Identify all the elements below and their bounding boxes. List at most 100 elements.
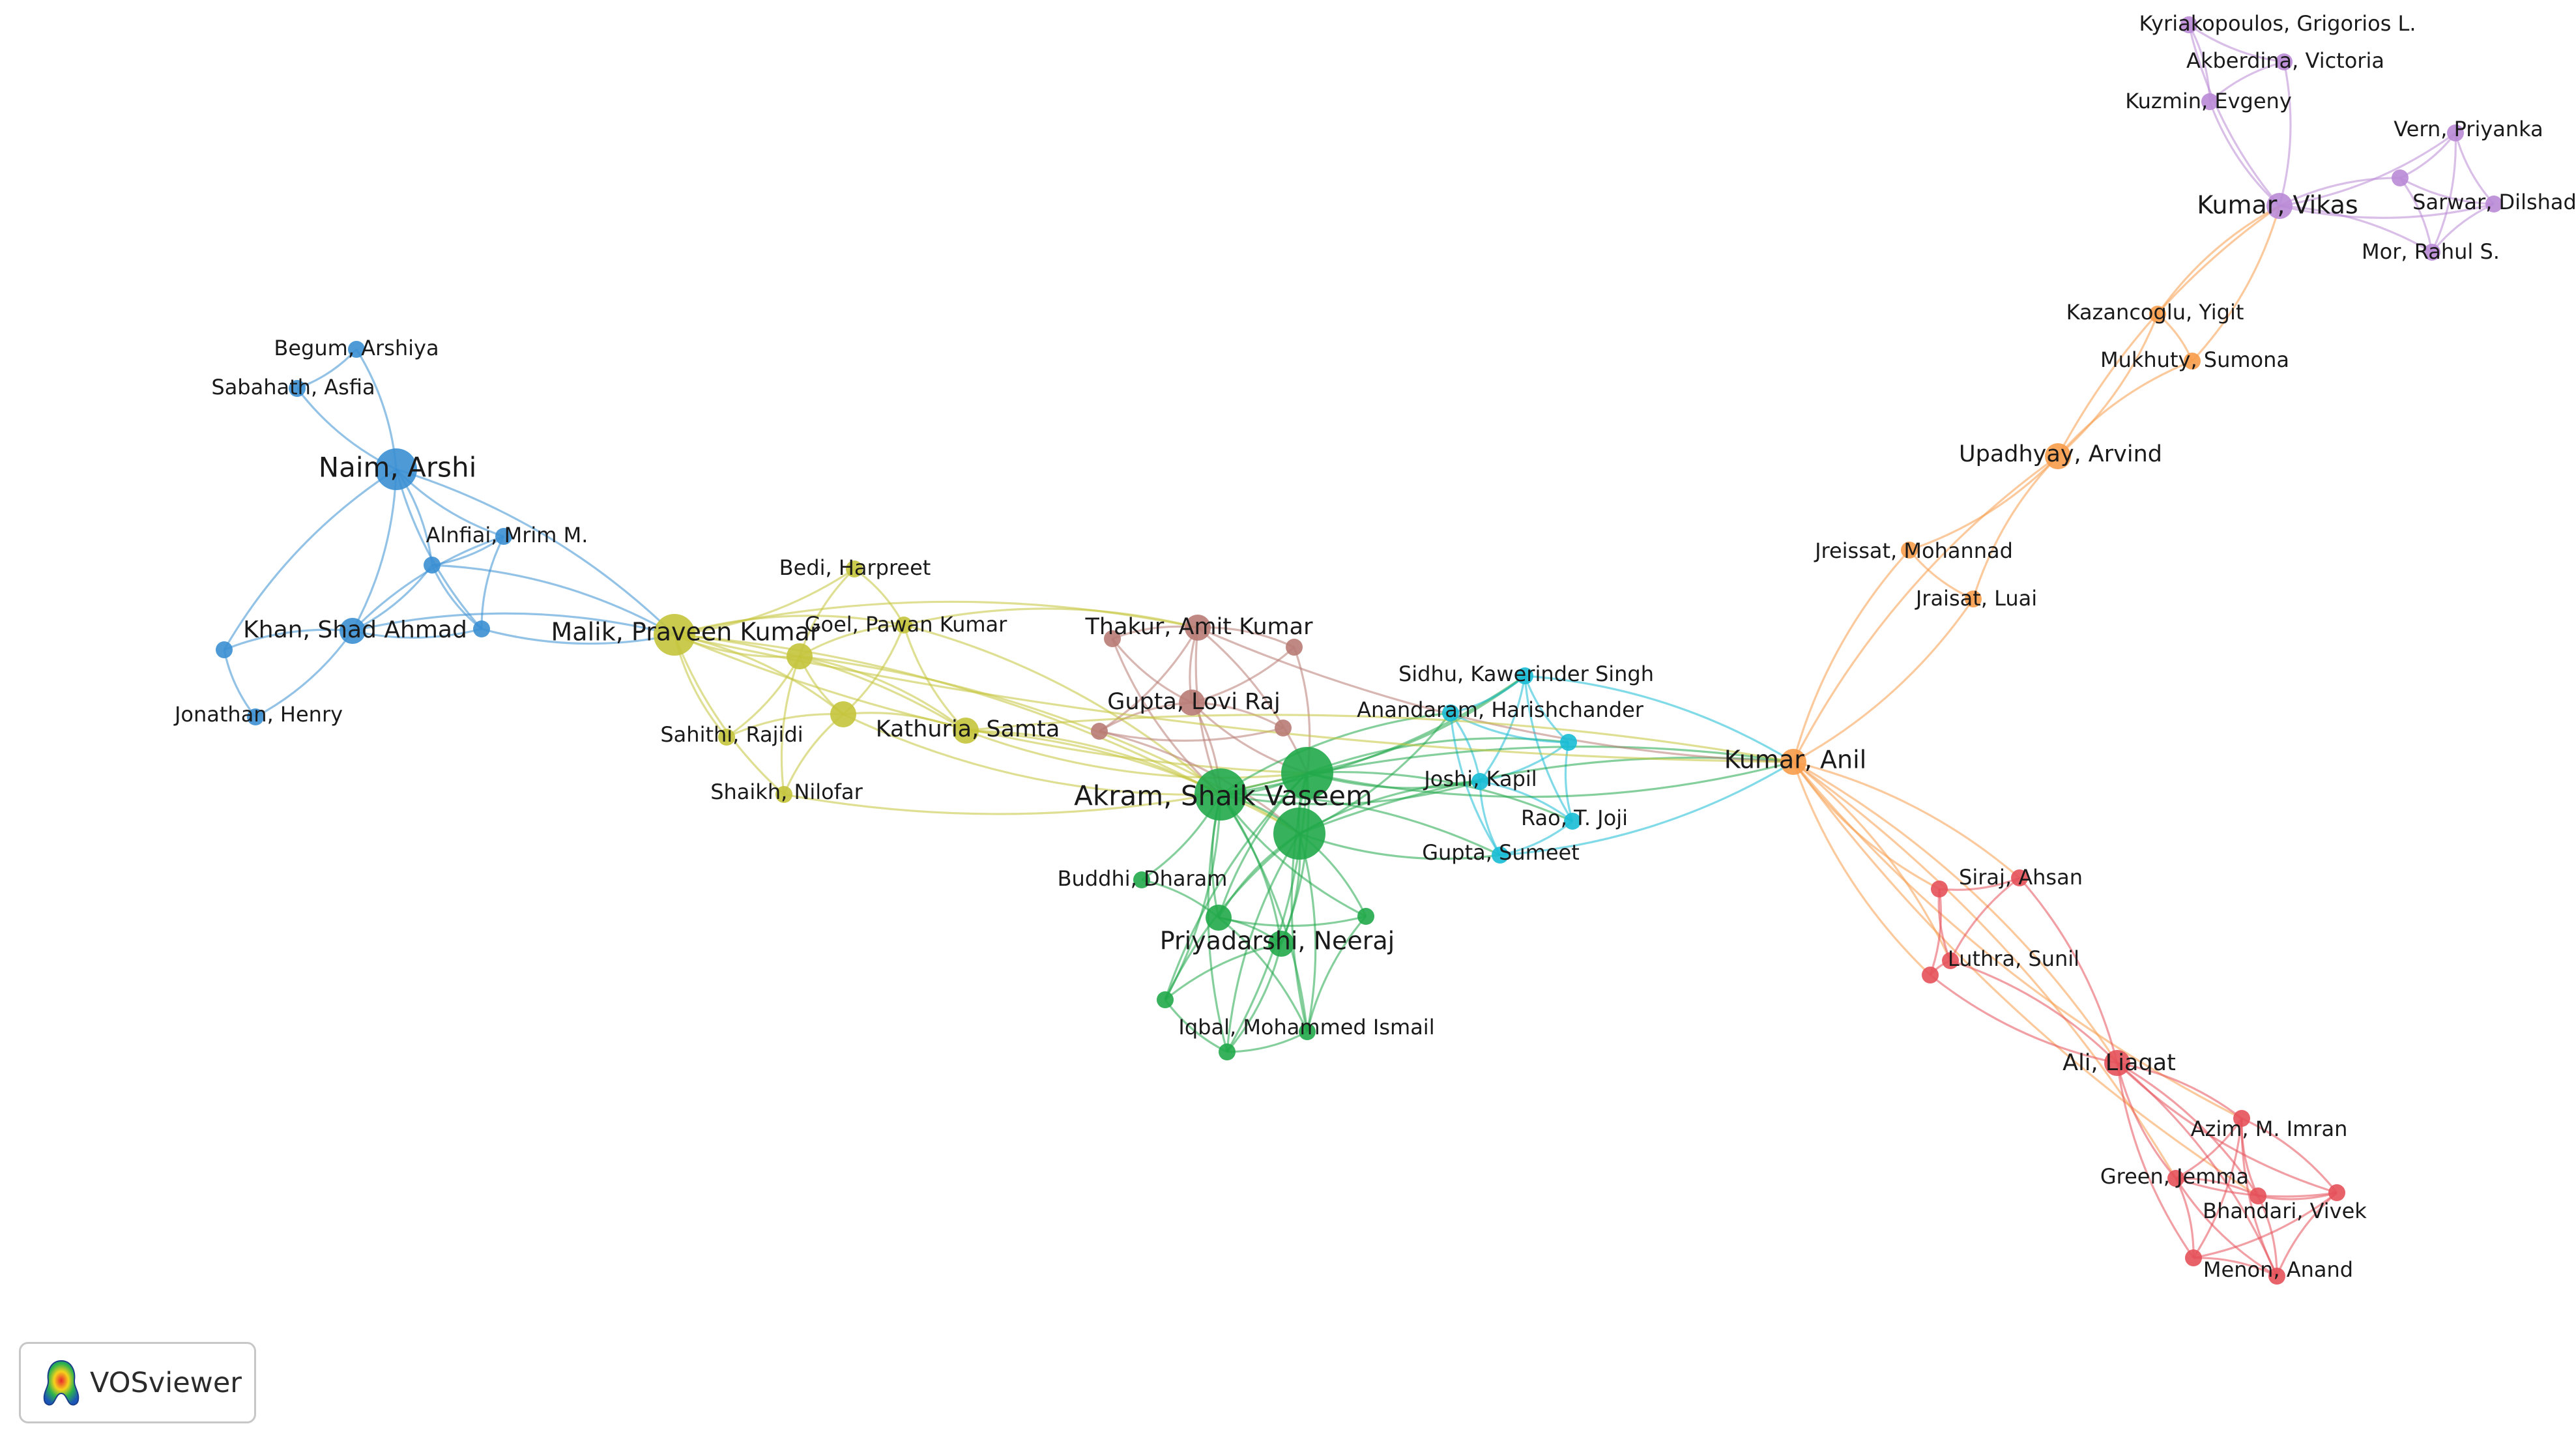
node-buddhi[interactable]: [1133, 871, 1150, 888]
node-yellow-b[interactable]: [830, 701, 856, 727]
node-green-b[interactable]: [1273, 808, 1325, 860]
node-joshi[interactable]: [1471, 773, 1488, 790]
node-sarwar[interactable]: [2485, 196, 2502, 212]
label-kyriakopoulos[interactable]: Kyriakopoulos, Grigorios L.: [2139, 11, 2416, 36]
node-priyadarshi[interactable]: [1268, 931, 1294, 957]
node-menon[interactable]: [2268, 1268, 2285, 1285]
label-sarwar[interactable]: Sarwar, Dilshad: [2412, 190, 2576, 214]
node-gupta-l[interactable]: [1179, 690, 1205, 716]
label-naim[interactable]: Naim, Arshi: [319, 452, 477, 484]
label-upadhyay[interactable]: Upadhyay, Arvind: [1959, 441, 2162, 467]
label-buddhi[interactable]: Buddhi, Dharam: [1058, 866, 1228, 891]
label-priyadarshi[interactable]: Priyadarshi, Neeraj: [1160, 927, 1395, 955]
label-iqbal[interactable]: Iqbal, Mohammed Ismail: [1178, 1015, 1434, 1040]
label-gupta-s[interactable]: Gupta, Sumeet: [1422, 840, 1580, 865]
label-goel[interactable]: Goel, Pawan Kumar: [805, 612, 1007, 637]
label-jonathan[interactable]: Jonathan, Henry: [173, 702, 343, 727]
node-red-c[interactable]: [2328, 1184, 2345, 1201]
node-sidhu[interactable]: [1516, 667, 1533, 684]
node-luthra[interactable]: [1942, 952, 1959, 969]
label-sabahath[interactable]: Sabahath, Asfia: [211, 375, 375, 400]
label-kathuria[interactable]: Kathuria, Samta: [876, 716, 1060, 742]
node-brown-a[interactable]: [1104, 630, 1121, 647]
node-thakur[interactable]: [1185, 615, 1211, 641]
label-khan[interactable]: Khan, Shad Ahmad: [243, 617, 467, 643]
label-kazancoglu[interactable]: Kazancoglu, Yigit: [2066, 300, 2244, 325]
node-kathuria[interactable]: [953, 718, 979, 744]
node-upadhyay[interactable]: [2045, 443, 2071, 469]
label-sidhu[interactable]: Sidhu, Kawerinder Singh: [1398, 662, 1654, 686]
label-siraj[interactable]: Siraj, Ahsan: [1959, 865, 2083, 890]
label-kumar-v[interactable]: Kumar, Vikas: [2197, 191, 2358, 220]
node-red-b[interactable]: [1922, 967, 1939, 983]
label-mukhuty[interactable]: Mukhuty, Sumona: [2100, 347, 2289, 372]
label-luthra[interactable]: Luthra, Sunil: [1948, 946, 2079, 971]
node-kyriakopoulos[interactable]: [2180, 16, 2197, 33]
node-green-f[interactable]: [1299, 1023, 1316, 1040]
node-green-c[interactable]: [1206, 905, 1232, 931]
node-jreissat[interactable]: [1901, 542, 1918, 559]
node-brown-d[interactable]: [1275, 720, 1292, 736]
label-rao[interactable]: Rao, T. Joji: [1521, 806, 1628, 830]
vosviewer-logo-button[interactable]: VOSviewer: [19, 1342, 256, 1423]
node-jraisat[interactable]: [1965, 590, 1982, 607]
node-begum[interactable]: [348, 341, 365, 358]
label-mor[interactable]: Mor, Rahul S.: [2362, 239, 2500, 264]
node-anandaram[interactable]: [1442, 705, 1459, 721]
node-green-d[interactable]: [1357, 908, 1374, 925]
node-iqbal[interactable]: [1219, 1043, 1236, 1060]
label-kumar-a[interactable]: Kumar, Anil: [1724, 746, 1866, 774]
label-green-j[interactable]: Green, Jemma: [2100, 1164, 2249, 1189]
node-goel[interactable]: [895, 617, 912, 633]
label-alnfiai[interactable]: Alnfiai, Mrim M.: [426, 523, 588, 547]
label-thakur[interactable]: Thakur, Amit Kumar: [1085, 614, 1314, 640]
node-yellow-a[interactable]: [787, 643, 813, 669]
label-azim[interactable]: Azim, M. Imran: [2191, 1116, 2348, 1141]
node-red-d[interactable]: [2185, 1249, 2202, 1266]
label-joshi[interactable]: Joshi, Kapil: [1423, 766, 1537, 791]
node-jonathan[interactable]: [247, 708, 264, 725]
node-bedi[interactable]: [846, 560, 863, 577]
node-shaikh[interactable]: [775, 786, 792, 803]
node-red-a[interactable]: [1931, 881, 1948, 897]
node-sabahath[interactable]: [289, 380, 306, 397]
node-kazancoglu[interactable]: [2149, 306, 2166, 323]
node-blue-b[interactable]: [473, 620, 490, 637]
node-bhandari[interactable]: [2250, 1187, 2266, 1204]
node-malik[interactable]: [654, 614, 695, 656]
node-akberdina[interactable]: [2276, 53, 2293, 70]
label-begum[interactable]: Begum, Arshiya: [274, 336, 439, 360]
node-green-a[interactable]: [1281, 747, 1333, 799]
node-sahithi[interactable]: [718, 729, 735, 746]
node-naim[interactable]: [375, 448, 417, 490]
label-akberdina[interactable]: Akberdina, Victoria: [2186, 48, 2384, 73]
node-azim[interactable]: [2233, 1110, 2250, 1127]
node-vern[interactable]: [2447, 124, 2464, 141]
node-cyan-a[interactable]: [1560, 734, 1577, 751]
node-akram[interactable]: [1194, 768, 1247, 821]
label-menon[interactable]: Menon, Anand: [2203, 1257, 2353, 1282]
node-kumar-a[interactable]: [1780, 749, 1806, 775]
node-ali[interactable]: [2104, 1050, 2130, 1076]
node-alnfiai[interactable]: [495, 528, 512, 545]
node-purple-a[interactable]: [2392, 169, 2409, 186]
node-green-j[interactable]: [2167, 1170, 2184, 1187]
node-siraj[interactable]: [2011, 869, 2028, 886]
node-blue-a[interactable]: [424, 557, 441, 574]
label-akram[interactable]: Akram, Shaik Vaseem: [1074, 780, 1372, 812]
node-mukhuty[interactable]: [2184, 353, 2201, 370]
node-kuzmin[interactable]: [2201, 93, 2218, 110]
label-gupta-l[interactable]: Gupta, Lovi Raj: [1107, 689, 1281, 715]
label-ali[interactable]: Ali, Liaqat: [2062, 1050, 2176, 1076]
label-jraisat[interactable]: Jraisat, Luai: [1915, 586, 2037, 611]
node-gupta-s[interactable]: [1492, 847, 1509, 864]
node-brown-b[interactable]: [1286, 639, 1303, 656]
label-malik[interactable]: Malik, Praveen Kumar: [551, 618, 820, 647]
node-brown-c[interactable]: [1091, 723, 1108, 740]
label-jreissat[interactable]: Jreissat, Mohannad: [1814, 538, 2013, 563]
label-kuzmin[interactable]: Kuzmin, Evgeny: [2125, 89, 2292, 113]
node-kumar-v[interactable]: [2266, 193, 2293, 219]
label-bedi[interactable]: Bedi, Harpreet: [779, 555, 931, 580]
label-bhandari[interactable]: Bhandari, Vivek: [2203, 1199, 2367, 1223]
